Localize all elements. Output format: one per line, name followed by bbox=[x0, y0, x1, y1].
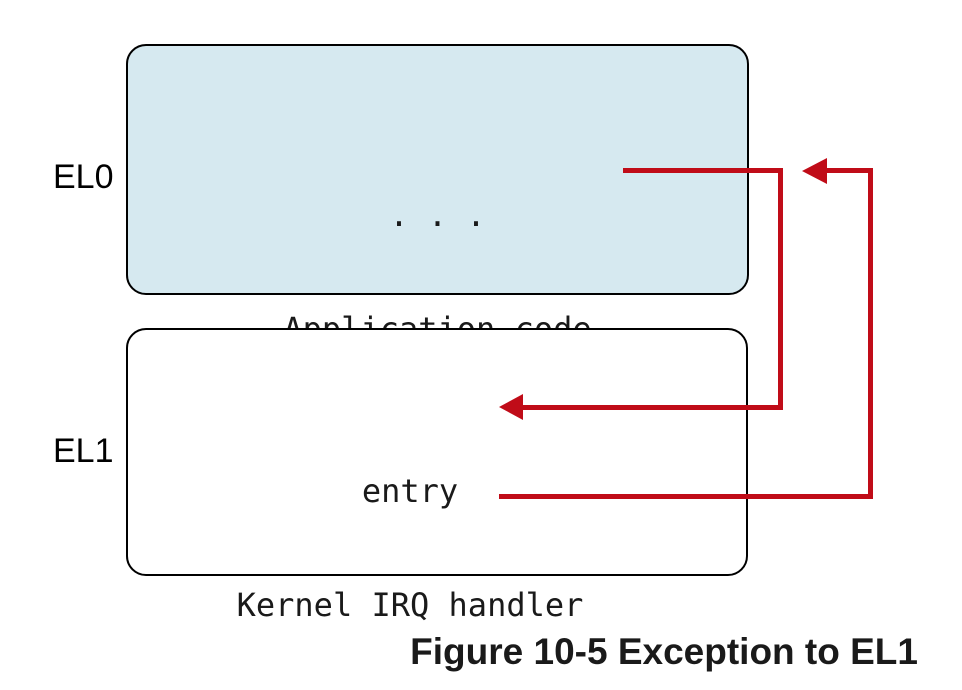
el1-label: EL1 bbox=[53, 432, 114, 470]
return-arrow-segment-in bbox=[826, 168, 873, 173]
exception-arrow-segment-in bbox=[521, 405, 783, 410]
el1-box: entry Kernel IRQ handler exit bbox=[126, 328, 748, 624]
entry-text: entry bbox=[361, 472, 459, 510]
kernel-irq-handler-text: Kernel IRQ handler bbox=[236, 586, 584, 624]
figure-caption: Figure 10-5 Exception to EL1 bbox=[410, 631, 918, 672]
exception-arrow-segment-out bbox=[623, 168, 783, 173]
return-arrowhead-icon bbox=[802, 158, 827, 184]
exception-arrow-segment-down bbox=[778, 168, 783, 410]
return-arrow-segment-out bbox=[499, 494, 873, 499]
exception-arrowhead-icon bbox=[499, 394, 523, 420]
return-arrow-segment-up bbox=[868, 168, 873, 499]
el0-label: EL0 bbox=[53, 158, 114, 196]
el1-code-block: entry Kernel IRQ handler exit bbox=[101, 396, 719, 690]
ellipsis-top-text: . . . bbox=[389, 196, 486, 234]
